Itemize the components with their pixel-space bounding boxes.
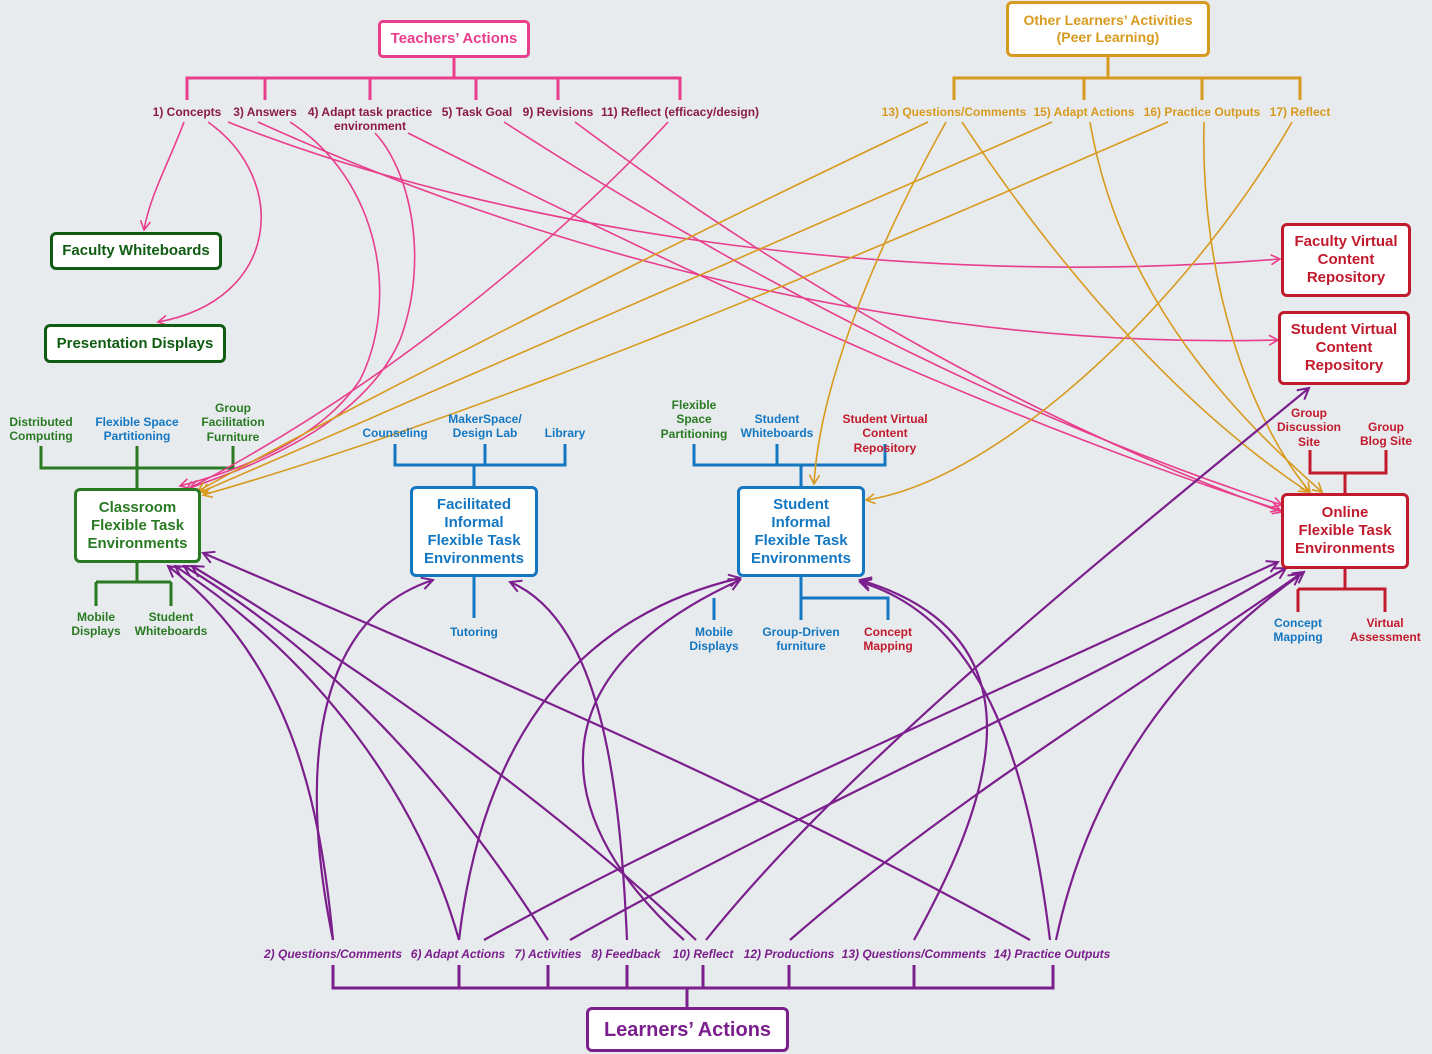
online-bottom-concept-mapping: Concept Mapping — [1273, 616, 1323, 645]
teacher-item-goal: 5) Task Goal — [441, 105, 513, 119]
peer-item-reflect: 17) Reflect — [1269, 105, 1331, 119]
peer-activities-box: Other Learners’ Activities (Peer Learnin… — [1006, 1, 1210, 57]
facilitated-top-counseling: Counseling — [362, 426, 428, 440]
classroom-top-distributed-computing: Distributed Computing — [9, 415, 73, 444]
teachers-actions-box: Teachers’ Actions — [378, 20, 530, 58]
peers-bracket — [952, 57, 1302, 100]
learner-item-feedback: 8) Feedback — [591, 947, 661, 961]
classroom-bottom-student-whiteboards: Student Whiteboards — [134, 610, 208, 639]
facilitated-bottom-tutoring: Tutoring — [450, 625, 498, 639]
facilitated-top-library: Library — [544, 426, 586, 440]
arrow-peer-adapt-classroom — [199, 121, 1053, 494]
arrow-concepts-whiteboards — [139, 121, 185, 232]
arrow-activities-classroom — [184, 566, 549, 941]
peer-item-questions: 13) Questions/Comments — [881, 105, 1027, 119]
student-informal-bottom-concept-mapping: Concept Mapping — [863, 625, 913, 654]
arrow-peer-practice-online — [1202, 121, 1312, 494]
arrow-goal-online — [503, 121, 1284, 508]
arrow-adapt-classroom — [175, 566, 461, 941]
arrow-adapt-online — [407, 132, 1282, 513]
learner-item-questions-13: 13) Questions/Comments — [841, 947, 987, 961]
arrow-reflect-classroom — [184, 121, 669, 492]
arrow-adapt-online — [483, 562, 1278, 941]
student-informal-top-virtual-repo: Student Virtual Content Repository — [842, 412, 928, 455]
arrow-practice-online — [1054, 572, 1304, 941]
student-informal-top-flexible-space: Flexible Space Partitioning — [660, 398, 728, 441]
student-informal-top-whiteboards: Student Whiteboards — [740, 412, 814, 441]
facilitated-top-makerspace: MakerSpace/ Design Lab — [448, 412, 522, 441]
arrow-q13-student-informal — [860, 580, 988, 941]
facilitated-environment-box: Facilitated Informal Flexible Task Envir… — [410, 486, 538, 577]
arrow-feedback-facilitated — [510, 582, 629, 941]
learner-item-questions-2: 2) Questions/Comments — [263, 947, 403, 961]
teachers-bracket — [185, 57, 682, 100]
arrow-q2-classroom — [168, 566, 335, 941]
arrow-peer-reflect-student-informal — [864, 121, 1293, 505]
arrow-practice-student-informal — [860, 582, 1052, 941]
arrow-q2-facilitated — [315, 580, 433, 941]
online-top-group-discussion: Group Discussion Site — [1276, 406, 1342, 449]
presentation-displays-box: Presentation Displays — [44, 324, 226, 363]
teacher-item-adapt: 4) Adapt task practice environment — [307, 105, 433, 134]
student-virtual-repo-box: Student Virtual Content Repository — [1278, 311, 1410, 385]
arrow-productions-online — [789, 574, 1300, 941]
arrow-peer-questions-classroom — [196, 121, 929, 492]
classroom-environment-box: Classroom Flexible Task Environments — [74, 488, 201, 563]
teacher-item-reflect: 11) Reflect (efficacy/design) — [600, 105, 760, 119]
online-environment-box: Online Flexible Task Environments — [1281, 493, 1409, 569]
arrow-reflect-classroom — [192, 566, 697, 941]
arrow-activities-online — [569, 568, 1286, 941]
arrow-revisions-online — [574, 121, 1284, 515]
arrow-reflect-student-informal — [581, 580, 740, 941]
classroom-top-group-furniture: Group Facilitation Furniture — [201, 401, 265, 444]
online-top-group-blog: Group Blog Site — [1359, 420, 1412, 449]
peer-item-adapt: 15) Adapt Actions — [1033, 105, 1135, 119]
student-informal-bottom-mobile-displays: Mobile Displays — [689, 625, 739, 654]
arrow-concepts-faculty-repo — [227, 121, 1282, 268]
learner-item-practice: 14) Practice Outputs — [993, 947, 1111, 961]
student-informal-bottom-group-furniture: Group-Driven furniture — [762, 625, 840, 654]
teacher-item-revisions: 9) Revisions — [522, 105, 594, 119]
peer-arrows — [196, 121, 1324, 505]
arrow-peer-questions-online — [961, 121, 1310, 493]
arrow-reflect-student-repo — [705, 388, 1309, 941]
arrow-practice-classroom — [203, 553, 1031, 941]
learner-item-reflect: 10) Reflect — [672, 947, 734, 961]
online-bracket — [1296, 450, 1388, 612]
classroom-bottom-mobile-displays: Mobile Displays — [71, 610, 121, 639]
peer-item-practice: 16) Practice Outputs — [1143, 105, 1261, 119]
learner-item-activities: 7) Activities — [514, 947, 582, 961]
classroom-bracket — [39, 446, 235, 606]
learner-arrows — [168, 388, 1309, 941]
arrow-peer-practice-classroom — [201, 121, 1169, 499]
teacher-item-concepts: 1) Concepts — [152, 105, 222, 119]
learner-item-productions: 12) Productions — [743, 947, 835, 961]
learners-actions-box: Learners’ Actions — [586, 1007, 789, 1052]
arrow-answers-student-repo — [257, 121, 1280, 346]
arrow-adapt-student-informal — [457, 578, 740, 941]
learner-item-adapt: 6) Adapt Actions — [410, 947, 506, 961]
teacher-arrows — [139, 121, 1284, 515]
teacher-item-answers: 3) Answers — [233, 105, 297, 119]
arrow-concepts-presentation — [156, 121, 262, 327]
arrow-adapt-classroom — [188, 132, 416, 491]
faculty-virtual-repo-box: Faculty Virtual Content Repository — [1281, 223, 1411, 297]
faculty-whiteboards-box: Faculty Whiteboards — [50, 232, 222, 270]
online-bottom-virtual-assessment: Virtual Assessment — [1350, 616, 1421, 645]
student-informal-bracket — [692, 444, 890, 620]
arrow-peer-questions-student-informal — [808, 121, 947, 486]
student-informal-environment-box: Student Informal Flexible Task Environme… — [737, 486, 865, 577]
facilitated-bracket — [393, 444, 567, 618]
learners-bracket — [331, 965, 1055, 1008]
classroom-top-flexible-space: Flexible Space Partitioning — [95, 415, 179, 444]
